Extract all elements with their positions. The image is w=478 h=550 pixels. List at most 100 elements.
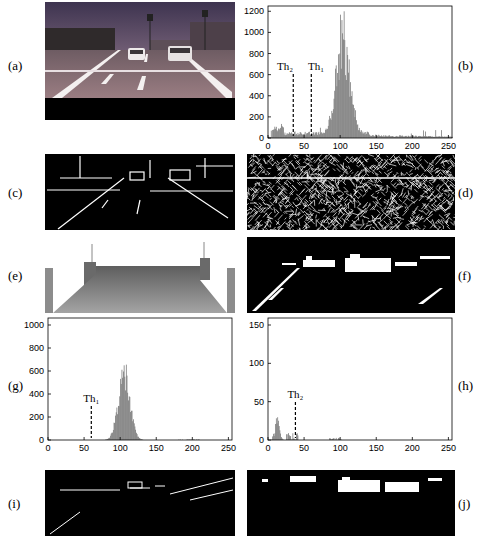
texture-map bbox=[274, 207, 275, 213]
texture-map bbox=[372, 172, 374, 174]
histogram bbox=[322, 133, 324, 138]
texture-map bbox=[373, 201, 378, 206]
vehicle-map bbox=[262, 479, 268, 482]
texture-map bbox=[326, 195, 330, 199]
texture-map bbox=[276, 200, 277, 204]
edge-map bbox=[168, 178, 228, 218]
texture-map bbox=[350, 209, 352, 211]
histogram bbox=[268, 95, 271, 96]
texture-map bbox=[384, 223, 389, 229]
texture-map bbox=[250, 157, 252, 159]
texture-map bbox=[282, 158, 286, 162]
texture-map bbox=[450, 222, 454, 226]
texture-map bbox=[352, 172, 353, 174]
texture-map bbox=[397, 180, 399, 182]
histogram bbox=[278, 426, 280, 440]
texture-map bbox=[431, 168, 433, 170]
texture-map bbox=[317, 221, 322, 226]
texture-map bbox=[441, 173, 443, 176]
histogram bbox=[136, 434, 138, 440]
texture-map bbox=[417, 168, 419, 170]
texture-map bbox=[407, 197, 410, 200]
texture-map bbox=[275, 162, 277, 164]
texture-map bbox=[315, 194, 320, 199]
texture-map bbox=[336, 224, 338, 227]
histogram bbox=[48, 325, 51, 326]
texture-map bbox=[430, 195, 431, 197]
texture-map bbox=[260, 167, 261, 168]
texture-map bbox=[432, 179, 435, 183]
histogram bbox=[116, 408, 118, 440]
texture-map bbox=[450, 161, 455, 166]
edge-map bbox=[150, 190, 233, 191]
texture-map bbox=[353, 189, 357, 192]
histogram bbox=[367, 132, 369, 138]
texture-map bbox=[405, 226, 409, 230]
histogram bbox=[280, 434, 282, 440]
texture-map bbox=[251, 211, 256, 217]
texture-map bbox=[392, 194, 395, 197]
histogram bbox=[288, 435, 290, 440]
texture-map bbox=[309, 156, 312, 159]
texture-map bbox=[367, 174, 369, 176]
texture-map bbox=[427, 214, 432, 218]
texture-map bbox=[305, 217, 306, 221]
texture-map bbox=[382, 210, 387, 215]
texture-map bbox=[328, 222, 329, 225]
texture-map bbox=[411, 229, 413, 230]
histogram bbox=[304, 135, 305, 138]
texture-map bbox=[394, 191, 398, 195]
texture-map bbox=[360, 189, 362, 191]
texture-map bbox=[333, 212, 337, 216]
histogram bbox=[325, 129, 327, 138]
texture-map bbox=[368, 220, 376, 222]
texture-map bbox=[329, 218, 334, 224]
histogram bbox=[48, 318, 232, 440]
histogram bbox=[268, 6, 453, 138]
texture-map bbox=[406, 164, 412, 166]
texture-map bbox=[375, 197, 378, 201]
texture-map bbox=[370, 165, 374, 169]
texture-map bbox=[376, 218, 380, 220]
texture-map bbox=[294, 204, 299, 209]
threshold-map bbox=[345, 258, 391, 272]
texture-map bbox=[408, 190, 410, 194]
texture-map bbox=[345, 203, 347, 207]
texture-map bbox=[392, 195, 396, 200]
texture-map bbox=[274, 200, 275, 202]
texture-map bbox=[344, 206, 346, 208]
texture-map bbox=[357, 165, 359, 167]
texture-map bbox=[397, 176, 398, 178]
vehicle-map bbox=[247, 470, 455, 536]
texture-map bbox=[251, 228, 253, 230]
histogram bbox=[317, 133, 319, 138]
road-photo bbox=[170, 48, 190, 53]
texture-map bbox=[363, 157, 368, 162]
histogram bbox=[284, 133, 286, 138]
texture-map bbox=[267, 212, 272, 217]
texture-map bbox=[363, 216, 370, 219]
texture-map bbox=[306, 155, 308, 157]
texture-map bbox=[455, 179, 456, 184]
texture-map bbox=[404, 173, 406, 175]
texture-map bbox=[317, 182, 323, 188]
histogram bbox=[343, 11, 345, 138]
texture-map bbox=[380, 217, 381, 220]
texture-map bbox=[425, 208, 427, 210]
histogram bbox=[306, 133, 308, 138]
texture-map bbox=[329, 154, 333, 158]
histogram bbox=[281, 126, 283, 138]
texture-map bbox=[338, 154, 340, 156]
texture-map bbox=[390, 154, 395, 160]
texture-map bbox=[308, 215, 311, 218]
texture-map bbox=[323, 166, 329, 170]
texture-map bbox=[278, 203, 280, 208]
vehicle-map bbox=[247, 470, 455, 536]
histogram bbox=[441, 130, 443, 138]
texture-map bbox=[248, 198, 250, 200]
texture-map bbox=[321, 190, 326, 195]
histogram bbox=[300, 132, 302, 138]
texture-map bbox=[262, 228, 265, 230]
texture-map bbox=[324, 186, 328, 191]
texture-map bbox=[304, 185, 308, 189]
